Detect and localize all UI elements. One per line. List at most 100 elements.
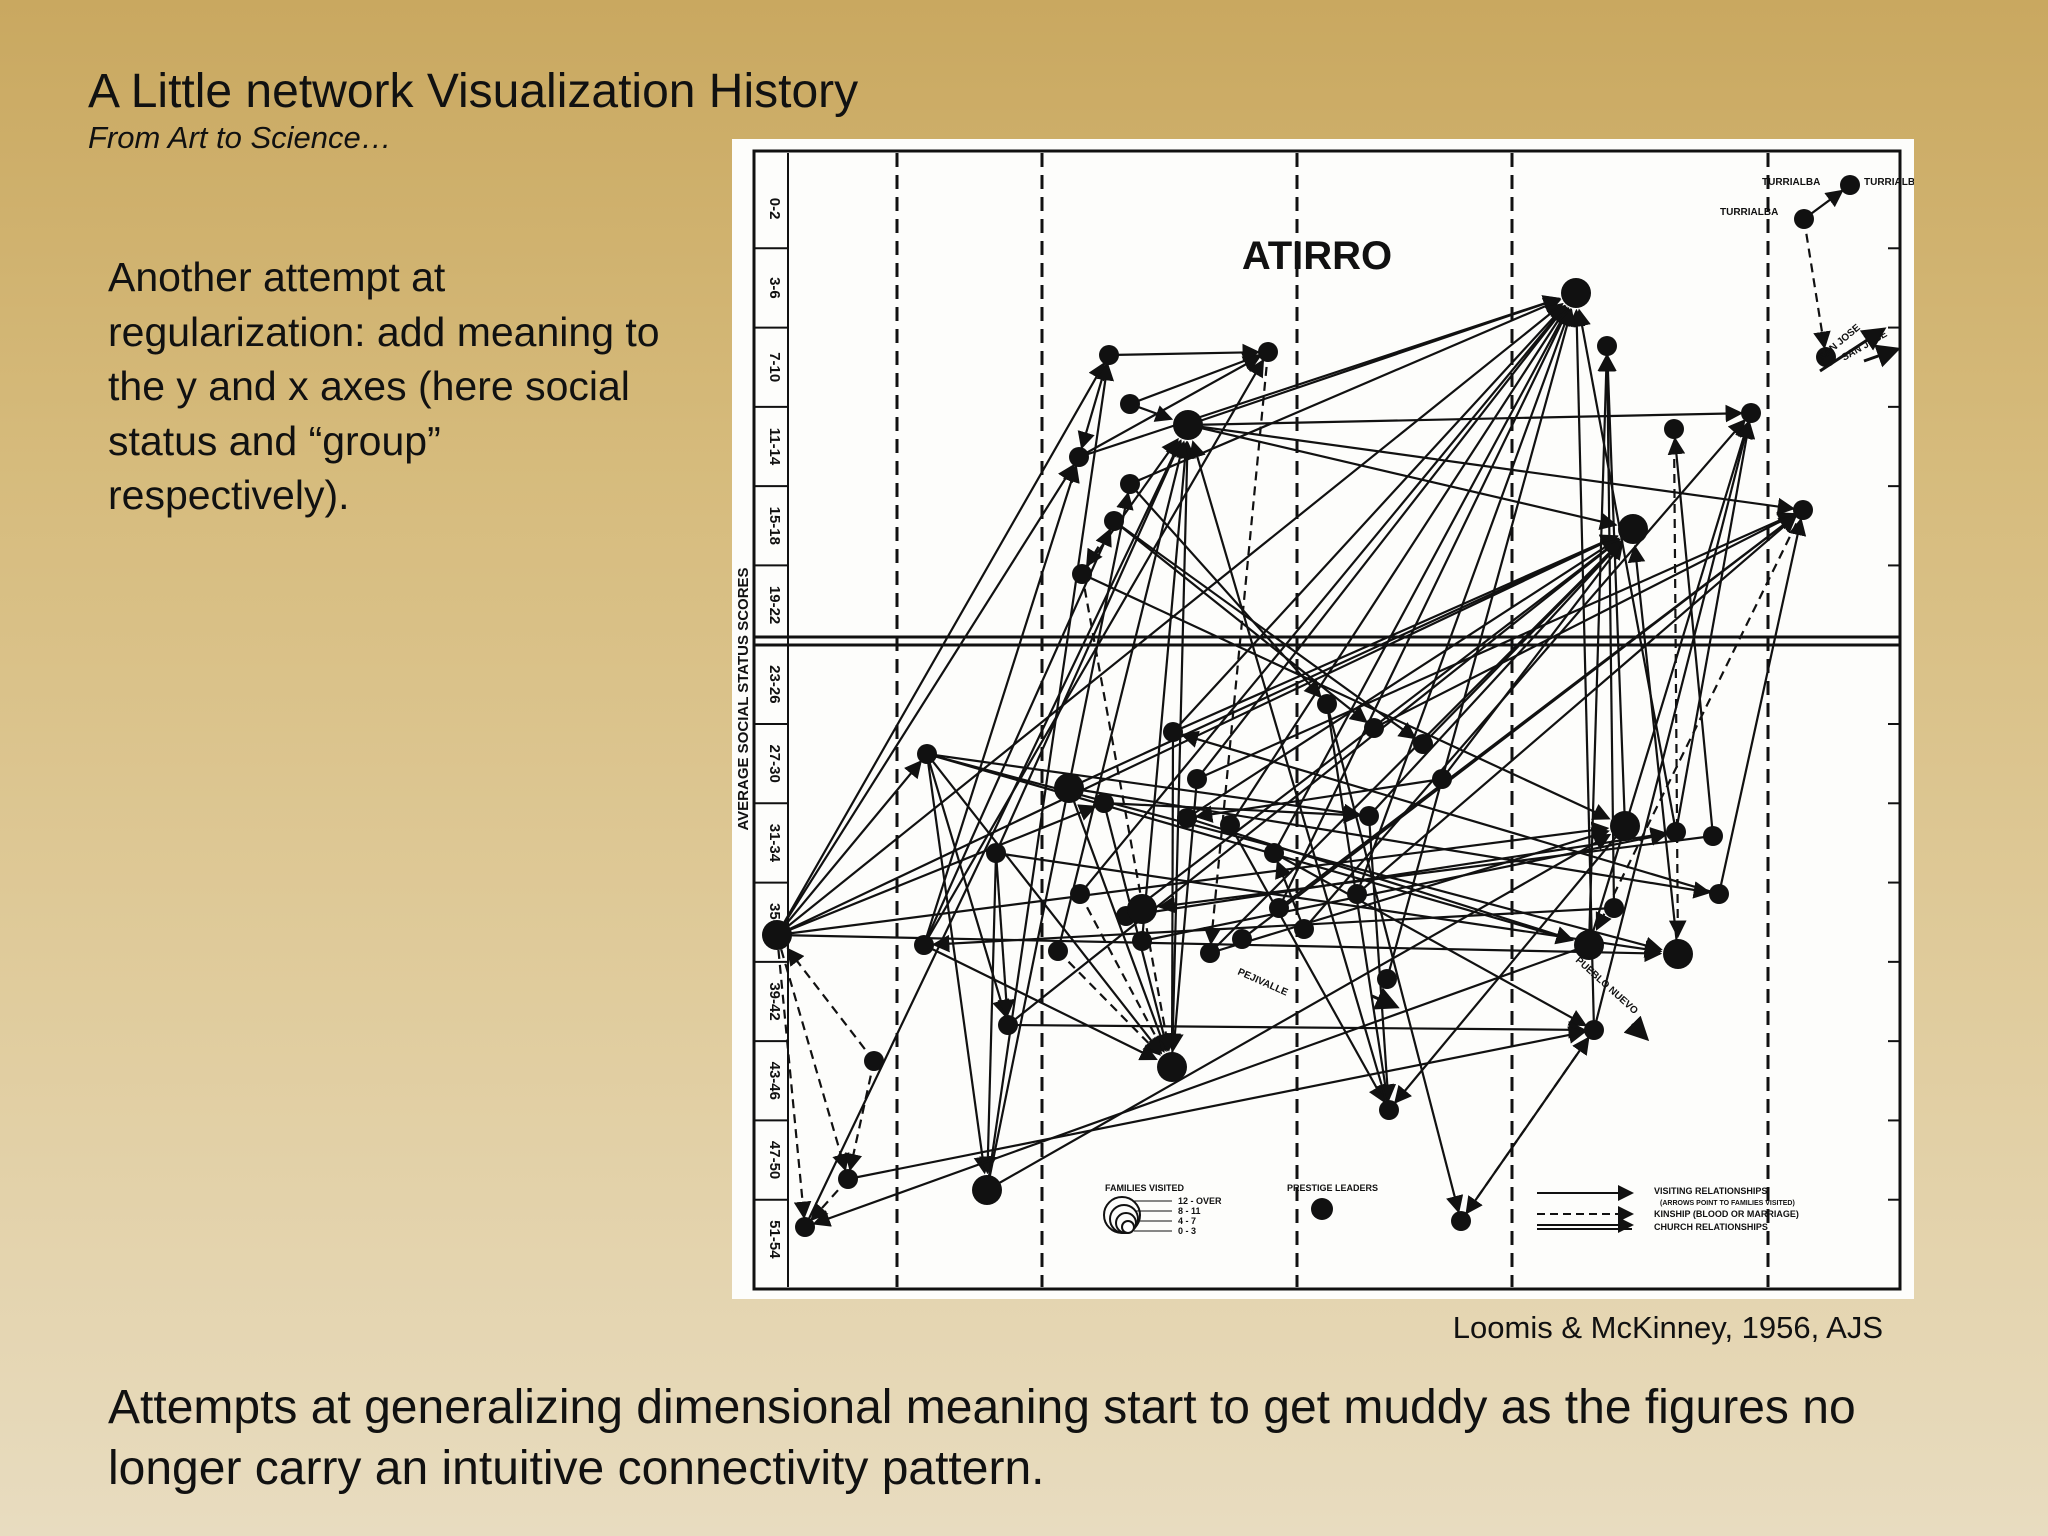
network-node [838,1169,858,1189]
visiting-edge [1273,852,1588,1027]
visiting-edge [1129,352,1261,406]
legend-relation-visiting-note: (ARROWS POINT TO FAMILIES VISITED) [1660,1200,1795,1207]
network-node [1364,718,1384,738]
legend-families-item: 12 - OVER [1178,1196,1222,1206]
network-node [998,1015,1018,1035]
network-node [1794,209,1814,229]
network-node [1317,694,1337,714]
network-edges [775,189,1844,1228]
legend-families-title: FAMILIES VISITED [1105,1183,1185,1193]
slide-bottom-text: Attempts at generalizing dimensional mea… [108,1381,1856,1496]
place-label-pueblo-nuevo: PUEBLO NUEVO [1573,955,1640,1017]
network-node [1703,826,1723,846]
kinship-edge [775,934,812,1220]
visiting-edge [1188,440,1391,1111]
visiting-edge [1598,353,1617,909]
y-tick-label: 11-14 [766,428,783,466]
mid-band [754,635,1900,647]
kinship-edge [1057,950,1161,1056]
visiting-edge [812,943,1590,1227]
visiting-edge [1068,786,1712,899]
visiting-edge [1275,860,1306,930]
visiting-edge [926,752,1574,945]
network-node [1379,1100,1399,1120]
network-node [1432,769,1452,789]
network-node [917,744,937,764]
visiting-edge [1355,307,1573,895]
visiting-edge [776,463,1075,936]
visiting-edge [1081,573,1611,820]
network-node [1132,931,1152,951]
visiting-edge [804,439,1182,1228]
y-tick-label: 0-2 [766,198,783,220]
network-node [1269,898,1289,918]
network-node [1157,1052,1187,1082]
network-node [1094,793,1114,813]
legend-prestige-title: PRESTIGE LEADERS [1287,1183,1378,1193]
network-node [1187,769,1207,789]
y-axis-label: AVERAGE SOCIAL STATUS SCORES [735,567,752,830]
slide-subtitle: From Art to Science… [88,120,392,155]
network-node [1793,500,1813,520]
network-node [762,920,792,950]
visiting-edge [1007,1020,1587,1039]
network-node [1163,722,1183,742]
visiting-edge [994,852,1016,1018]
legend-relation-visiting: VISITING RELATIONSHIPS [1654,1186,1767,1196]
visiting-edge [985,362,1115,1191]
y-tick-label: 3-6 [766,277,783,299]
visiting-edge [923,944,1158,1061]
group-dividers [895,153,1770,1287]
visiting-edge [1441,541,1624,780]
legend-families-item: 8 - 11 [1178,1206,1201,1216]
network-node [1258,342,1278,362]
visiting-edge [1187,423,1796,516]
network-nodes [762,175,1860,1237]
kinship-edge [786,947,875,1062]
visiting-edge [1141,828,1669,943]
visiting-edge [1007,538,1621,1026]
visiting-edge [1196,512,1796,781]
visiting-edge [922,464,1080,946]
visiting-edge [776,361,1106,936]
visiting-edge [1599,353,1627,827]
network-node [1070,884,1090,904]
visiting-edge [1194,777,1443,823]
kinship-edge [810,1178,849,1222]
legend-families-item: 0 - 3 [1178,1226,1196,1236]
visiting-edge [1196,305,1567,780]
network-node [1127,894,1157,924]
visiting-edge [1056,440,1189,952]
visiting-edge [1077,354,1111,450]
legend-families-item: 4 - 7 [1178,1216,1196,1226]
visiting-edge [847,1026,1587,1181]
network-node [1561,278,1591,308]
visiting-edge [1460,1036,1590,1222]
visiting-edge [1186,537,1620,819]
visiting-edge [1356,515,1798,895]
visiting-edge [1568,308,1596,1031]
network-node [1663,939,1693,969]
visiting-edge [1393,825,1626,1105]
network-node [1574,930,1604,960]
visiting-edge [1674,420,1756,833]
visiting-edge [985,491,1134,1191]
slide-title: A Little network Visualization History [88,65,859,118]
visiting-edge [1627,544,1680,955]
network-node [1120,394,1140,414]
visiting-edge [1229,306,1568,826]
network-node [1666,822,1686,842]
visiting-edge [1163,731,1181,1052]
place-label-turrialba-2: TURRIALBA [1864,177,1914,188]
visiting-edge [1573,308,1678,833]
network-node [1104,511,1124,531]
network-node [1840,175,1860,195]
visiting-edge [1587,420,1753,946]
network-node [1232,929,1252,949]
visiting-edge [776,302,1564,936]
visiting-edge [1172,534,1619,734]
y-tick-label: 7-10 [766,352,783,382]
visiting-edge [1592,420,1754,1031]
network-node [1200,943,1220,963]
visiting-edge [1367,815,1397,1103]
